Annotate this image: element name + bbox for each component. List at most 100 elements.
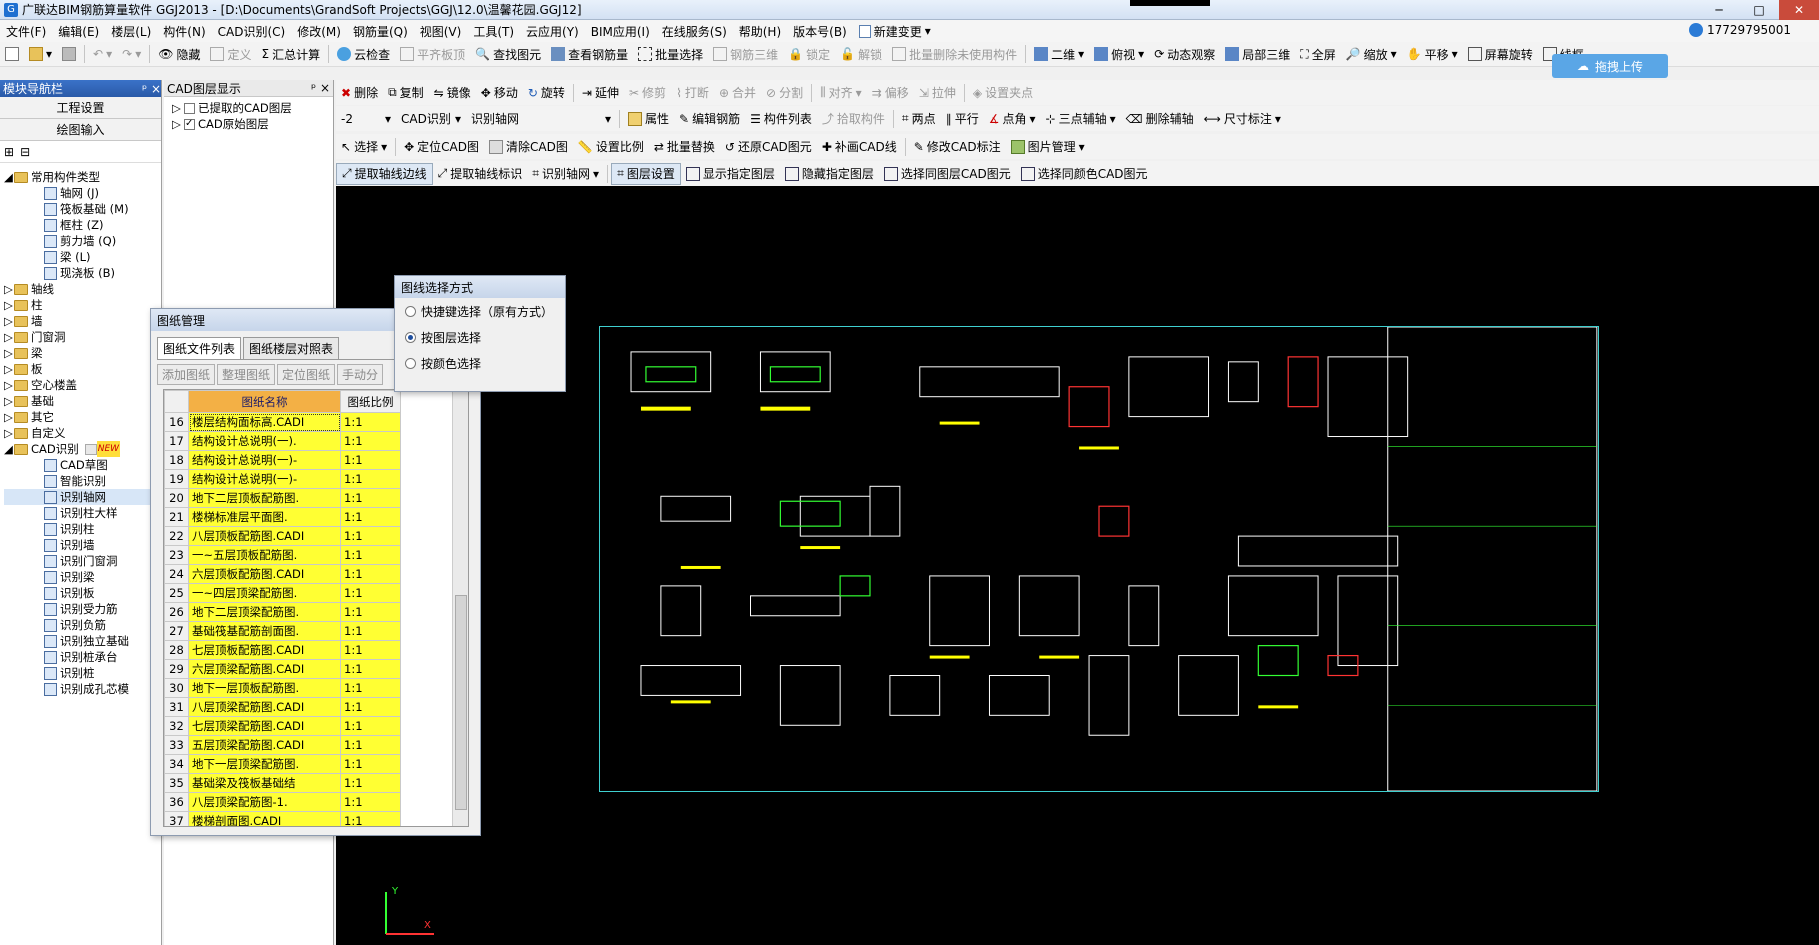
tab-drawing-floor-map[interactable]: 图纸楼层对照表 [243, 337, 340, 359]
split-button[interactable]: ⊘分割 [761, 82, 808, 104]
open-file-button[interactable]: ▾ [24, 43, 57, 65]
drawing-name-cell[interactable]: 结构设计总说明(一)- [188, 469, 341, 489]
clear-cad-button[interactable]: 清除CAD图 [484, 136, 573, 158]
drawing-name-cell[interactable]: 基础梁及筏板基础结 [188, 773, 341, 793]
drawing-scale-cell[interactable]: 1:1 [340, 469, 401, 489]
tree-item-cad-sketch[interactable]: CAD草图 [4, 457, 161, 473]
drawing-canvas[interactable] [336, 186, 1819, 945]
tree-item-recognize-pile[interactable]: 识别桩 [4, 665, 161, 681]
drawing-name-cell[interactable]: 六层顶梁配筋图.CADI [188, 659, 341, 679]
tree-item-recognize-wall[interactable]: 识别墙 [4, 537, 161, 553]
tree-folder-wall[interactable]: ▷墙 [4, 314, 43, 328]
break-button[interactable]: ⌇打断 [671, 82, 714, 104]
menu-modify[interactable]: 修改(M) [297, 24, 341, 39]
layer-settings-button[interactable]: ⌗图层设置 [611, 162, 681, 185]
cloud-check-button[interactable]: 云检查 [332, 43, 395, 65]
layer-extracted-checkbox[interactable] [184, 102, 195, 114]
drawing-name-cell[interactable]: 地下一层顶梁配筋图. [188, 754, 341, 774]
align-slab-top-button[interactable]: 平齐板顶 [395, 43, 470, 65]
edit-rebar-button[interactable]: ✎编辑钢筋 [674, 108, 745, 130]
lock-button[interactable]: 🔒锁定 [783, 43, 835, 65]
drawing-name-cell[interactable]: 八层顶梁配筋图.CADI [188, 697, 341, 717]
align-dropdown[interactable]: ⫼对齐▾ [820, 85, 862, 100]
menu-online[interactable]: 在线服务(S) [661, 24, 727, 39]
drawing-list-scrollbar[interactable] [452, 390, 468, 826]
drawing-scale-cell[interactable]: 1:1 [340, 488, 401, 508]
dynamic-orbit-button[interactable]: ⟳动态观察 [1149, 43, 1220, 65]
cad-recognize-select[interactable]: CAD识别▾ [396, 108, 466, 130]
drawing-scale-cell[interactable]: 1:1 [340, 431, 401, 451]
unlock-button[interactable]: 🔓解锁 [835, 43, 887, 65]
tree-item-axis-grid[interactable]: 轴网 (J) [4, 185, 161, 201]
tree-item-frame-column[interactable]: 框柱 (Z) [4, 217, 161, 233]
drawing-scale-cell[interactable]: 1:1 [340, 640, 401, 660]
stretch-button[interactable]: ⇲拉伸 [914, 82, 961, 104]
tree-folder-other[interactable]: ▷其它 [4, 410, 54, 424]
option-shortcut-select[interactable]: 快捷键选择（原有方式） [395, 298, 565, 324]
pick-component-button[interactable]: ⤴拾取构件 [817, 108, 890, 130]
drawing-name-cell[interactable]: 基础筏基配筋剖面图. [188, 621, 341, 641]
menu-rebar-quantity[interactable]: 钢筋量(Q) [352, 24, 408, 39]
batch-replace-button[interactable]: ⇄批量替换 [649, 136, 720, 158]
copy-button[interactable]: ⧉复制 [383, 82, 429, 104]
define-button[interactable]: 定义 [205, 43, 256, 65]
tree-item-beam[interactable]: 梁 (L) [4, 249, 161, 265]
drawing-name-header[interactable]: 图纸名称 [188, 390, 341, 413]
nav-panel-pin-close[interactable]: ᵖ × [141, 81, 161, 96]
two-points-button[interactable]: ⌗两点 [897, 108, 941, 130]
tree-item-recognize-isolated-foundation[interactable]: 识别独立基础 [4, 633, 161, 649]
drawing-name-cell[interactable]: 一~四层顶梁配筋图. [188, 583, 341, 603]
view-2d-dropdown[interactable]: 二维▾ [1029, 43, 1089, 65]
tree-folder-openings[interactable]: ▷门窗洞 [4, 330, 66, 344]
maximize-button[interactable]: □ [1753, 3, 1765, 17]
drawing-name-cell[interactable]: 楼梯标准层平面图. [188, 507, 341, 527]
extend-button[interactable]: ⇥延伸 [577, 82, 624, 104]
fullscreen-button[interactable]: ⛶全屏 [1295, 43, 1340, 65]
tree-item-recognize-column-detail[interactable]: 识别柱大样 [4, 505, 161, 521]
drawing-name-cell[interactable]: 五层顶梁配筋图.CADI [188, 735, 341, 755]
tree-folder-beam[interactable]: ▷梁 [4, 346, 43, 360]
tree-folder-axis[interactable]: ▷轴线 [4, 282, 54, 296]
merge-button[interactable]: ⊕合并 [714, 82, 761, 104]
drawing-scale-cell[interactable]: 1:1 [340, 735, 401, 755]
tree-folder-column[interactable]: ▷柱 [4, 298, 43, 312]
account-area[interactable]: 17729795001 [1689, 23, 1791, 37]
tree-item-recognize-pile-cap[interactable]: 识别桩承台 [4, 649, 161, 665]
new-change-button[interactable]: 新建变更 ▾ [853, 23, 937, 40]
view-rebar-qty-button[interactable]: 查看钢筋量 [546, 43, 633, 65]
cloud-upload-button[interactable]: ☁ 拖拽上传 [1552, 54, 1668, 78]
radio-layer[interactable] [405, 331, 416, 343]
drawing-name-cell[interactable]: 地下一层顶板配筋图. [188, 678, 341, 698]
mirror-button[interactable]: ⇋镜像 [429, 82, 476, 104]
drawing-scale-cell[interactable]: 1:1 [340, 545, 401, 565]
delete-aux-button[interactable]: ⌫删除辅轴 [1121, 108, 1199, 130]
tree-item-recognize-beam[interactable]: 识别梁 [4, 569, 161, 585]
drawing-name-cell[interactable]: 八层顶梁配筋图-1. [188, 792, 341, 812]
tree-item-recognize-negative-rebar[interactable]: 识别负筋 [4, 617, 161, 633]
close-button[interactable]: ✕ [1779, 0, 1819, 20]
drawing-name-cell[interactable]: 一~五层顶板配筋图. [188, 545, 341, 565]
zoom-dropdown[interactable]: 🔎缩放▾ [1345, 47, 1397, 62]
scrollbar-thumb[interactable] [455, 595, 467, 810]
menu-edit[interactable]: 编辑(E) [58, 24, 100, 39]
extract-axis-label-button[interactable]: ⤢提取轴线标识 [433, 163, 528, 185]
show-layer-button[interactable]: 显示指定图层 [681, 163, 780, 185]
drawing-scale-cell[interactable]: 1:1 [340, 678, 401, 698]
tree-item-recognize-column[interactable]: 识别柱 [4, 521, 161, 537]
menu-version[interactable]: 版本号(B) [793, 24, 847, 39]
batch-select-button[interactable]: 批量选择 [633, 43, 708, 65]
tree-item-recognize-axis-grid[interactable]: 识别轴网 [4, 489, 161, 505]
drawing-name-cell[interactable]: 七层顶板配筋图.CADI [188, 640, 341, 660]
drawing-name-cell[interactable]: 七层顶梁配筋图.CADI [188, 716, 341, 736]
cad-drawing-sheet[interactable] [599, 326, 1599, 792]
pin-close-icon[interactable]: ᵖ × [310, 81, 330, 95]
radio-shortcut[interactable] [405, 305, 416, 317]
